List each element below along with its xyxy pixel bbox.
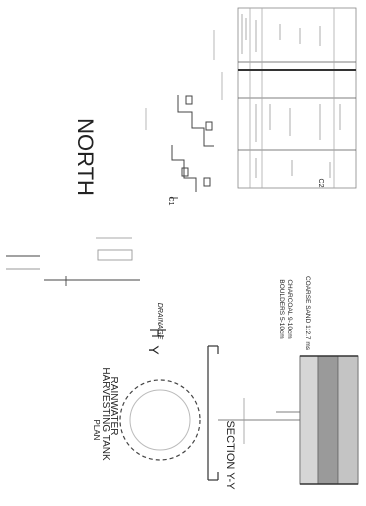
schedule-table <box>237 7 357 189</box>
section-connector <box>218 398 300 444</box>
section-layers <box>299 355 359 485</box>
gutter-detail <box>170 95 214 199</box>
section-marker-y-left: Y <box>146 345 162 355</box>
material-note-1: COARSE SAND 1:2.7 ms <box>304 275 311 351</box>
section-markers <box>150 329 219 481</box>
side-notes <box>145 30 223 130</box>
gutter-mark-1: C1 <box>167 196 174 206</box>
table-text-strokes <box>241 14 341 178</box>
gutter-mark-2: C2 <box>317 178 324 188</box>
north-label: NORTH <box>73 118 98 196</box>
tank-title-line-3: PLAN <box>92 419 101 441</box>
section-yy-label: SECTION Y-Y <box>224 420 236 490</box>
material-note-3: BOULDERS 5-10cm <box>278 279 285 339</box>
north-reference <box>6 237 140 286</box>
drainage-label: DRAINAGE <box>156 302 163 340</box>
tank-plan <box>119 379 201 461</box>
